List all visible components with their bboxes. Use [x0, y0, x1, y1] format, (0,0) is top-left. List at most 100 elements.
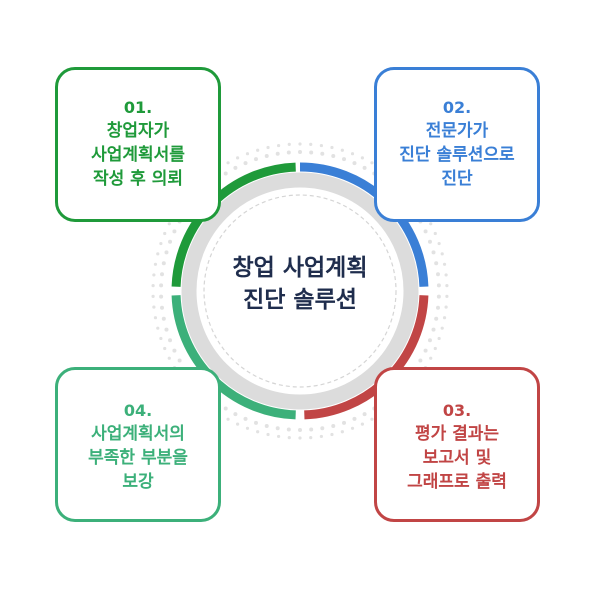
- ring-dot: [168, 239, 173, 244]
- ring-dot: [362, 412, 367, 417]
- ring-dot: [435, 272, 440, 277]
- ring-dot: [320, 426, 325, 431]
- ring-dot: [277, 143, 281, 148]
- ring-dot: [445, 284, 449, 288]
- ring-dot: [163, 346, 167, 351]
- inner-gray-ring: [181, 172, 419, 410]
- ring-dot: [164, 327, 169, 332]
- ring-dot: [160, 272, 165, 277]
- ring-dot: [434, 261, 439, 266]
- ring-dot: [429, 222, 433, 226]
- ring-dot: [342, 157, 347, 162]
- step-text-line: 보고서 및: [422, 448, 492, 468]
- ring-dot: [256, 148, 260, 152]
- ring-dot: [161, 261, 166, 266]
- ring-dot: [436, 294, 441, 299]
- ring-dot: [287, 142, 291, 146]
- ring-dot: [423, 229, 428, 234]
- ring-dot: [298, 150, 302, 154]
- ring-dot: [360, 156, 364, 160]
- center-title: 창업 사업계획 진단 솔루션: [200, 252, 400, 316]
- ring-dot: [350, 152, 355, 156]
- ring-dot: [236, 156, 240, 160]
- ring-dot: [245, 426, 250, 430]
- ring-dot: [172, 348, 177, 353]
- ring-dot: [245, 152, 250, 156]
- ring-dot: [298, 428, 302, 432]
- ring-dot: [266, 432, 270, 437]
- ring-dot: [160, 305, 165, 310]
- ring-dot: [168, 338, 173, 343]
- step-number: 02.: [442, 98, 472, 117]
- step-text-line: 작성 후 의뢰: [92, 169, 184, 189]
- ring-dot: [164, 250, 169, 255]
- ring-dot: [330, 145, 334, 150]
- ring-dot: [340, 430, 344, 434]
- ring-dot: [319, 143, 323, 148]
- ring-dot: [427, 338, 432, 343]
- ring-dot: [152, 273, 156, 277]
- step-number: 01.: [123, 98, 153, 117]
- ring-dot: [427, 239, 432, 244]
- ring-dot: [153, 316, 158, 320]
- ring-dot: [436, 283, 441, 288]
- ring-dot: [331, 423, 336, 428]
- ring-dot: [433, 346, 437, 351]
- ring-dot: [159, 283, 164, 288]
- ring-dot: [156, 252, 160, 256]
- ring-dot: [151, 294, 155, 298]
- ring-dot: [352, 161, 357, 166]
- step-card-01: 01. 창업자가 사업계획서를 작성 후 의뢰: [55, 67, 221, 222]
- ring-dot: [444, 273, 448, 277]
- ring-dot: [440, 326, 444, 330]
- ring-dot: [342, 420, 347, 425]
- ring-dot: [167, 356, 171, 360]
- ring-dot: [167, 222, 171, 226]
- ring-dot: [298, 436, 302, 440]
- ring-dot: [437, 336, 441, 341]
- ring-dot: [226, 417, 230, 421]
- ring-dot: [418, 358, 423, 363]
- ring-dot: [319, 434, 323, 439]
- ring-dot: [431, 327, 436, 332]
- step-text-line: 사업계획서를: [91, 145, 185, 165]
- step-text-line: 창업자가: [106, 121, 170, 141]
- ring-dot: [243, 161, 248, 166]
- ring-dot: [159, 294, 164, 299]
- ring-dot: [236, 422, 240, 426]
- ring-dot: [340, 148, 344, 152]
- step-text-line: 평가 결과는: [414, 424, 500, 444]
- ring-dot: [350, 426, 355, 430]
- ring-dot: [253, 157, 258, 162]
- ring-dot: [287, 436, 291, 440]
- ring-dot: [309, 142, 313, 146]
- step-text-line: 사업계획서의: [91, 424, 185, 444]
- ring-dot: [275, 151, 280, 156]
- step-text-line: 진단 솔루션으로: [399, 145, 515, 165]
- ring-dot: [277, 434, 281, 439]
- center-title-line-2: 진단 솔루션: [243, 287, 357, 313]
- step-card-02: 02. 전문가가 진단 솔루션으로 진단: [374, 67, 540, 222]
- ring-dot: [253, 420, 258, 425]
- ring-dot: [266, 145, 270, 150]
- ring-dot: [360, 422, 364, 426]
- ring-dot: [442, 262, 447, 266]
- step-text-line: 진단: [441, 169, 473, 189]
- ring-dot: [370, 161, 374, 165]
- ring-dot: [431, 250, 436, 255]
- ring-dot: [163, 231, 167, 236]
- step-text-line: 그래프로 출력: [407, 472, 507, 492]
- ring-dot: [309, 436, 313, 440]
- ring-dot: [433, 231, 437, 236]
- center-title-line-1: 창업 사업계획: [232, 255, 368, 281]
- ring-dot: [233, 165, 238, 170]
- ring-dot: [370, 417, 374, 421]
- ring-dot: [352, 416, 357, 421]
- step-text-line: 부족한 부분을: [88, 448, 188, 468]
- ring-dot: [153, 262, 158, 266]
- ring-dot: [151, 284, 155, 288]
- ring-dot: [159, 336, 163, 341]
- ring-dot: [226, 161, 230, 165]
- ring-dot: [362, 165, 367, 170]
- ring-dot: [435, 305, 440, 310]
